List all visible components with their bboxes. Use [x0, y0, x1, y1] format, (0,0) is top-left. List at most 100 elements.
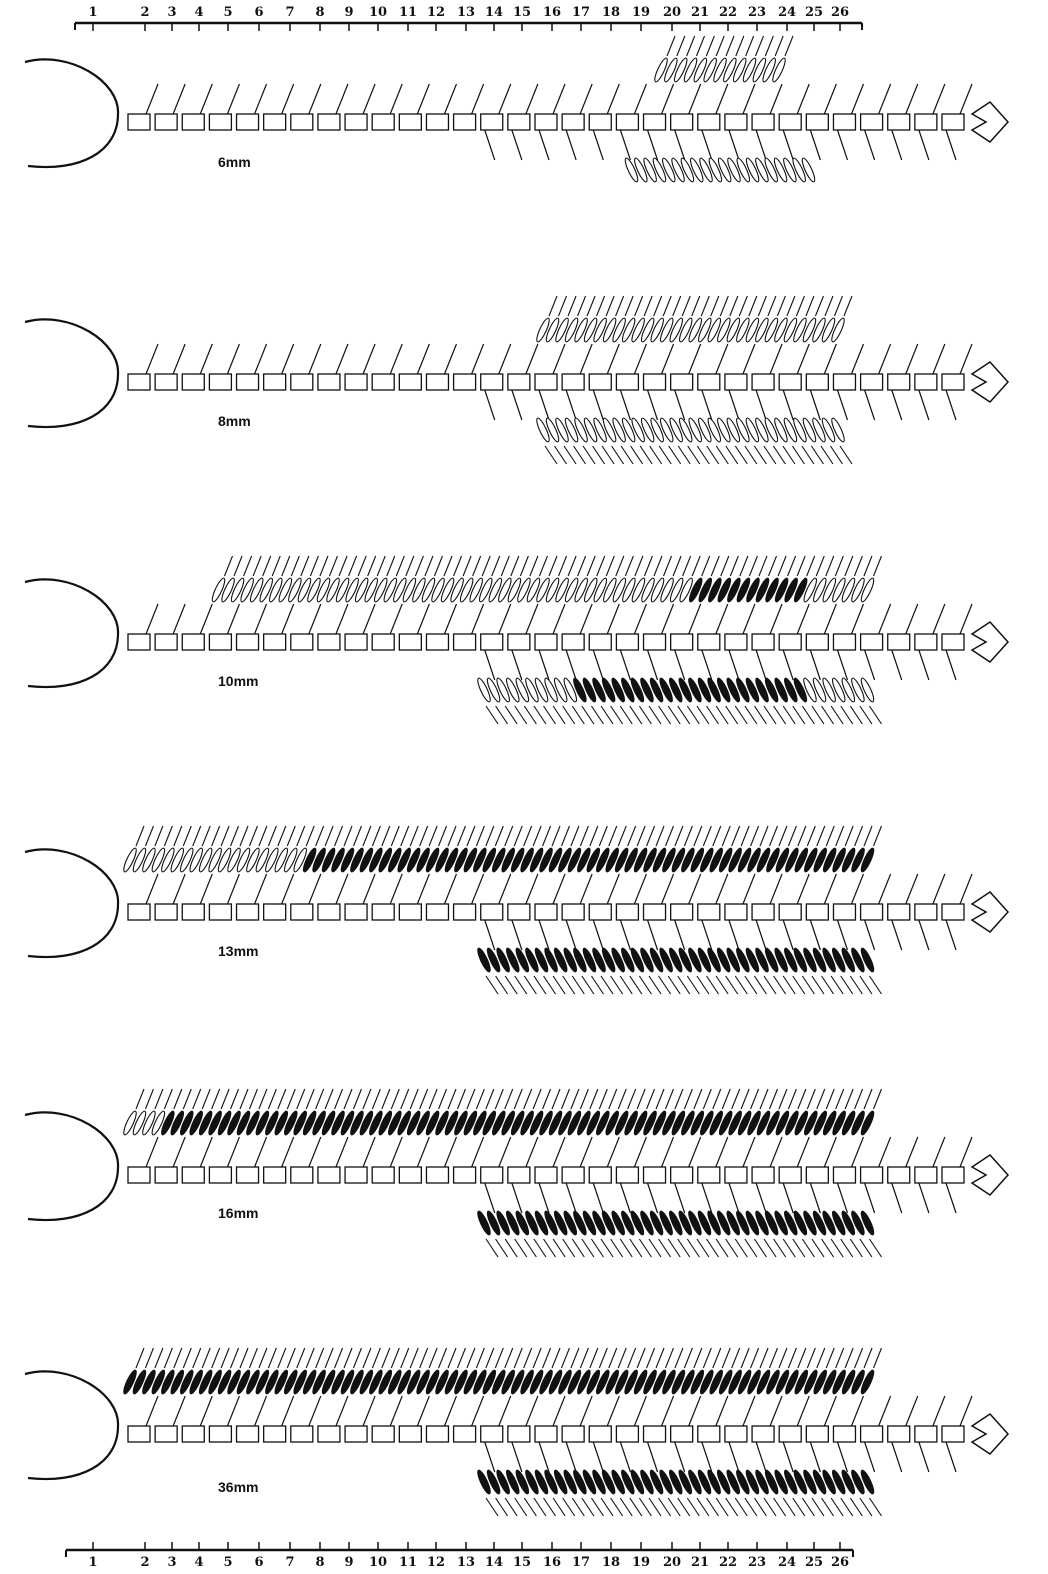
- anal-fin-ray: [688, 446, 700, 464]
- dorsal-fin-ray: [580, 1348, 588, 1368]
- anal-fin-ray: [668, 976, 680, 994]
- haemal-spine: [648, 130, 658, 160]
- vertebra: [426, 1426, 448, 1442]
- vertebra: [291, 114, 313, 130]
- anal-fin-ray: [850, 1239, 862, 1257]
- neural-spine: [716, 1137, 728, 1167]
- neural-spine: [634, 1396, 646, 1426]
- dorsal-fin-ray: [325, 1089, 333, 1109]
- scale-number: 8: [315, 5, 324, 20]
- scale-number: 4: [194, 1555, 203, 1570]
- haemal-spine: [865, 1183, 875, 1213]
- neural-spine: [227, 874, 239, 904]
- vertebra: [264, 374, 286, 390]
- dorsal-fin-ray: [225, 556, 233, 576]
- scale-number: 24: [778, 5, 796, 20]
- dorsal-fin-ray: [202, 1089, 210, 1109]
- dorsal-fin-ray: [316, 1089, 324, 1109]
- haemal-spine: [702, 920, 712, 950]
- dorsal-fin-ray: [549, 556, 557, 576]
- dorsal-fin-ray: [306, 1089, 314, 1109]
- vertebra: [345, 1426, 367, 1442]
- anal-fin-ray: [544, 1498, 556, 1516]
- anal-fin-ray: [515, 1498, 527, 1516]
- vertebra: [806, 904, 828, 920]
- haemal-spine: [539, 1183, 549, 1213]
- anal-fin-ray: [822, 1498, 834, 1516]
- anal-fin-ray: [707, 976, 719, 994]
- anal-fin-ray: [601, 706, 613, 724]
- dorsal-fin-ray: [769, 1348, 777, 1368]
- dorsal-fin-ray: [637, 1348, 645, 1368]
- vertebra: [752, 634, 774, 650]
- dorsal-fin-ray: [552, 1089, 560, 1109]
- dorsal-fin-ray: [736, 36, 744, 56]
- vertebra: [752, 114, 774, 130]
- haemal-spine: [620, 920, 630, 950]
- haemal-spine: [593, 1442, 603, 1472]
- vertebra: [698, 1167, 720, 1183]
- neural-spine: [444, 1137, 456, 1167]
- vertebra: [481, 1167, 503, 1183]
- dorsal-fin-ray: [711, 296, 719, 316]
- haemal-spine: [837, 130, 847, 160]
- haemal-spine: [946, 920, 956, 950]
- neural-spine: [255, 1396, 267, 1426]
- neural-spine: [309, 874, 321, 904]
- neural-spine: [824, 1396, 836, 1426]
- haemal-spine: [648, 1183, 658, 1213]
- vertebra: [481, 634, 503, 650]
- vertebra: [182, 1426, 204, 1442]
- dorsal-fin-ray: [654, 556, 662, 576]
- anal-fin-ray: [687, 1498, 699, 1516]
- neural-spine: [743, 874, 755, 904]
- scale-number: 5: [223, 5, 232, 20]
- vertebra: [725, 374, 747, 390]
- dorsal-fin-ray: [391, 1089, 399, 1109]
- vertebra: [481, 374, 503, 390]
- dorsal-fin-ray: [559, 296, 567, 316]
- neural-spine: [417, 84, 429, 114]
- neural-spine: [933, 344, 945, 374]
- haemal-spine: [485, 1183, 495, 1213]
- vertebra: [535, 904, 557, 920]
- dorsal-fin-ray: [759, 556, 767, 576]
- anal-fin-ray: [745, 976, 757, 994]
- dorsal-fin-ray: [768, 296, 776, 316]
- haemal-spine: [539, 650, 549, 680]
- neural-spine: [906, 1396, 918, 1426]
- neural-spine: [200, 874, 212, 904]
- vertebra: [128, 634, 150, 650]
- dorsal-fin-ray: [372, 1348, 380, 1368]
- anal-fin-ray: [659, 1239, 671, 1257]
- haemal-spine: [566, 1183, 576, 1213]
- vertebra: [535, 634, 557, 650]
- anal-fin-ray: [822, 706, 834, 724]
- dorsal-fin-ray: [387, 556, 395, 576]
- anal-fin-ray: [773, 446, 785, 464]
- dorsal-fin-ray: [164, 1089, 172, 1109]
- dorsal-fin-ray: [675, 1348, 683, 1368]
- dorsal-fin-ray: [788, 1348, 796, 1368]
- dorsal-fin-ray: [765, 36, 773, 56]
- anal-fin-ray: [821, 446, 833, 464]
- dorsal-fin-ray: [349, 556, 357, 576]
- anal-fin-ray: [774, 1498, 786, 1516]
- anal-fin-ray: [707, 1498, 719, 1516]
- dorsal-fin-ray: [145, 1348, 153, 1368]
- anal-fin-ray: [486, 1239, 498, 1257]
- vertebra: [291, 1426, 313, 1442]
- vertebra: [644, 114, 666, 130]
- neural-spine: [662, 84, 674, 114]
- neural-spine: [933, 604, 945, 634]
- dorsal-fin-ray: [505, 826, 513, 846]
- vertebra: [942, 114, 964, 130]
- stage-label: 8mm: [218, 413, 251, 429]
- vertebra: [345, 904, 367, 920]
- anal-fin-ray: [802, 706, 814, 724]
- dorsal-fin-ray: [401, 1348, 409, 1368]
- anal-fin-ray: [544, 706, 556, 724]
- vertebra: [915, 634, 937, 650]
- anal-fin-ray: [563, 1498, 575, 1516]
- vertebra: [345, 374, 367, 390]
